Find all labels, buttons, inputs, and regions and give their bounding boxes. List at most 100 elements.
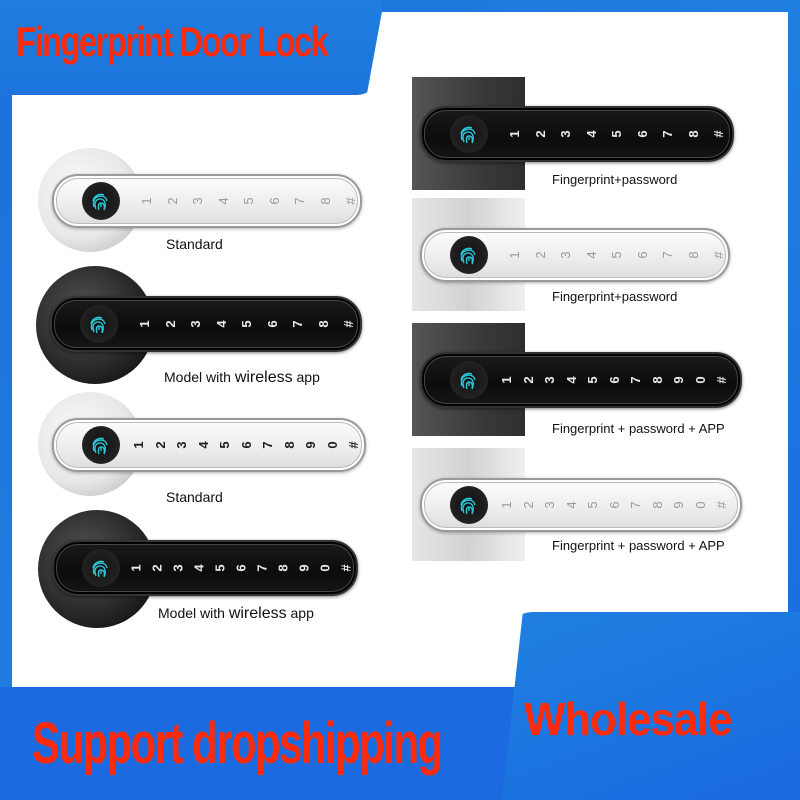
key: 1	[138, 197, 154, 205]
lock-caption: Standard	[166, 489, 223, 505]
key: 1	[506, 130, 522, 138]
lock-caption: Fingerprint + password + APP	[552, 538, 725, 553]
key: 8	[275, 564, 291, 572]
key: 2	[520, 376, 536, 384]
key: #	[345, 441, 361, 449]
key: 6	[634, 251, 650, 259]
lock-caption: Fingerprint + password + APP	[552, 421, 725, 436]
caption-part: Model with	[158, 605, 229, 621]
key: 2	[149, 564, 165, 572]
key: 5	[240, 197, 256, 205]
key: 3	[557, 251, 573, 259]
keypad: 1 2 3 4 5 6 7 8 9 0 #	[128, 438, 365, 452]
key: 4	[563, 376, 579, 384]
key: 8	[317, 197, 333, 205]
key: 9	[670, 501, 686, 509]
lock-caption: Standard	[166, 236, 223, 252]
key: 2	[520, 501, 536, 509]
wholesale-label: Wholesale	[524, 693, 733, 745]
key: 4	[213, 320, 229, 328]
key: 8	[649, 376, 665, 384]
key: #	[713, 501, 729, 509]
key: 5	[238, 320, 254, 328]
fingerprint-icon	[450, 486, 488, 524]
key: #	[710, 130, 726, 138]
caption-part: app	[292, 369, 320, 385]
key: 9	[302, 441, 318, 449]
key: 7	[254, 564, 270, 572]
lock-handle: 1 2 3 4 5 6 7 8 9 0 #	[420, 478, 742, 532]
caption-part: app	[286, 605, 314, 621]
key: 8	[315, 320, 331, 328]
fingerprint-icon	[82, 549, 120, 587]
fingerprint-icon	[82, 426, 120, 464]
keypad: 1 2 3 4 5 6 7 8 9 0 #	[496, 498, 733, 512]
key: 6	[634, 130, 650, 138]
key: 5	[212, 564, 228, 572]
fingerprint-icon	[450, 115, 488, 153]
key: 3	[170, 564, 186, 572]
lock-handle: 1 2 3 4 5 6 7 8 9 0 #	[52, 418, 366, 472]
keypad: 1 2 3 4 5 6 7 8 #	[134, 194, 364, 208]
key: 6	[238, 441, 254, 449]
key: 8	[685, 130, 701, 138]
keypad: 1 2 3 4 5 6 7 8 9 0 #	[126, 561, 357, 575]
key: 4	[191, 564, 207, 572]
key: 3	[187, 320, 203, 328]
key: #	[342, 197, 358, 205]
key: 2	[532, 130, 548, 138]
caption-part: Model with	[164, 369, 235, 385]
key: 5	[584, 501, 600, 509]
lock-handle: 1 2 3 4 5 6 7 8 #	[420, 228, 730, 282]
lock-handle: 1 2 3 4 5 6 7 8 #	[52, 174, 362, 228]
lock-handle: 1 2 3 4 5 6 7 8 9 0 #	[52, 540, 358, 596]
key: 3	[557, 130, 573, 138]
key: 7	[289, 320, 305, 328]
key: 2	[532, 251, 548, 259]
fingerprint-icon	[450, 361, 488, 399]
key: 0	[324, 441, 340, 449]
key: 6	[606, 501, 622, 509]
key: 2	[152, 441, 168, 449]
page-title: Fingerprint Door Lock	[16, 18, 329, 65]
keypad: 1 2 3 4 5 6 7 8 #	[502, 127, 732, 141]
key: 4	[215, 197, 231, 205]
key: 3	[541, 376, 557, 384]
key: 1	[498, 501, 514, 509]
key: 4	[195, 441, 211, 449]
key: 2	[164, 197, 180, 205]
key: 5	[608, 251, 624, 259]
lock-handle: 1 2 3 4 5 6 7 8 #	[420, 106, 734, 162]
key: 1	[136, 320, 152, 328]
key: 6	[606, 376, 622, 384]
caption-emphasis: wireless	[228, 605, 287, 622]
key: 0	[317, 564, 333, 572]
key: 2	[162, 320, 178, 328]
key: 8	[281, 441, 297, 449]
key: 1	[506, 251, 522, 259]
key: #	[713, 376, 729, 384]
key: 7	[659, 251, 675, 259]
key: 3	[173, 441, 189, 449]
key: 3	[541, 501, 557, 509]
key: 4	[563, 501, 579, 509]
key: 6	[266, 197, 282, 205]
dropshipping-label: Support dropshipping	[32, 711, 443, 776]
key: 1	[128, 564, 144, 572]
key: 4	[583, 251, 599, 259]
header-banner	[0, 0, 382, 95]
key: 9	[670, 376, 686, 384]
key: #	[338, 564, 354, 572]
key: #	[340, 320, 356, 328]
key: 3	[189, 197, 205, 205]
key: #	[710, 251, 726, 259]
fingerprint-icon	[450, 236, 488, 274]
key: 5	[584, 376, 600, 384]
key: 4	[583, 130, 599, 138]
key: 7	[259, 441, 275, 449]
key: 6	[264, 320, 280, 328]
key: 7	[627, 501, 643, 509]
key: 5	[608, 130, 624, 138]
keypad: 1 2 3 4 5 6 7 8 #	[502, 248, 732, 262]
keypad: 1 2 3 4 5 6 7 8 #	[132, 317, 362, 331]
